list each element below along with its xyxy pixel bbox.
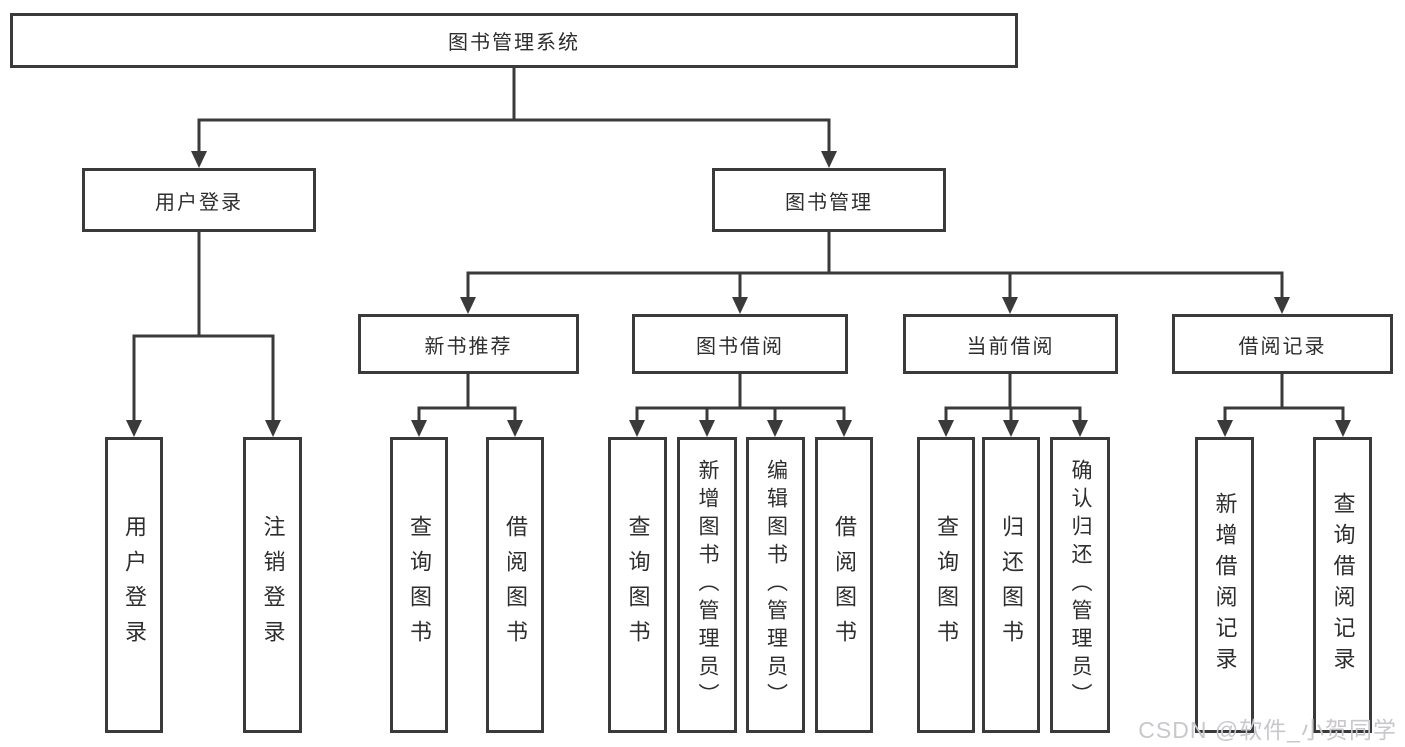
leaf-query-books-current: 查询图书 [917,437,975,733]
node-current-borrowing: 当前借阅 [903,314,1118,374]
csdn-watermark: CSDN @软件_小贺同学 [1138,717,1397,743]
node-library-management-system: 图书管理系统 [10,13,1018,68]
leaf-label: 查询借阅记录 [1330,492,1356,678]
leaf-label: 归还图书 [999,515,1024,655]
node-new-book-recommendation: 新书推荐 [358,314,579,374]
leaf-label: 新增借阅记录 [1212,492,1238,678]
leaf-logout-login: 注销登录 [243,437,302,733]
node-label: 当前借阅 [966,335,1055,358]
leaf-return-books: 归还图书 [982,437,1040,733]
leaf-label: 用户登录 [122,515,147,655]
node-user-login: 用户登录 [82,168,316,232]
leaf-label: 借阅图书 [832,515,857,655]
leaf-query-books-recommend: 查询图书 [390,437,448,733]
leaf-label: 新增图书（管理员） [696,459,719,711]
leaf-label: 编辑图书（管理员） [764,459,788,711]
node-book-borrowing: 图书借阅 [632,314,848,374]
node-book-management: 图书管理 [712,168,946,232]
leaf-add-books-admin: 新增图书（管理员） [677,437,737,733]
leaf-user-login: 用户登录 [105,437,163,733]
leaf-borrow-books: 借阅图书 [815,437,873,733]
node-label: 新书推荐 [424,335,513,358]
leaf-label: 借阅图书 [503,515,528,655]
leaf-label: 确认归还（管理员） [1069,459,1092,711]
leaf-edit-books-admin: 编辑图书（管理员） [746,437,805,733]
leaf-borrow-books-recommend: 借阅图书 [486,437,544,733]
node-borrowing-records: 借阅记录 [1172,314,1393,374]
leaf-label: 查询图书 [625,515,651,655]
leaf-add-borrow-record: 新增借阅记录 [1195,437,1254,733]
leaf-label: 查询图书 [934,515,959,655]
node-label: 图书管理 [785,191,873,214]
leaf-label: 注销登录 [260,515,286,655]
leaf-query-books-borrowing: 查询图书 [608,437,667,733]
node-label: 借阅记录 [1238,335,1327,358]
node-label: 用户登录 [155,191,243,214]
leaf-confirm-return-admin: 确认归还（管理员） [1050,437,1110,733]
node-label: 图书借阅 [696,335,784,358]
node-label: 图书管理系统 [448,32,580,54]
leaf-label: 查询图书 [407,515,432,655]
leaf-query-borrow-record: 查询借阅记录 [1313,437,1372,733]
